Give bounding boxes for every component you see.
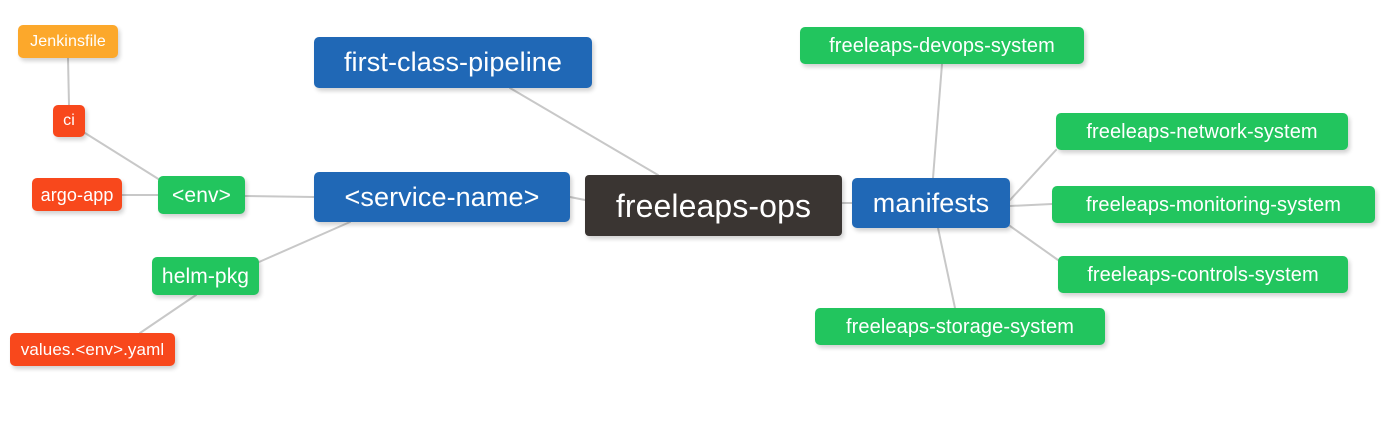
node-values-env-yaml[interactable]: values.<env>.yaml — [10, 333, 175, 366]
node-service-name[interactable]: <service-name> — [314, 172, 570, 222]
node-jenkinsfile[interactable]: Jenkinsfile — [18, 25, 118, 58]
node-freeleaps-monitoring-system[interactable]: freeleaps-monitoring-system — [1052, 186, 1375, 223]
edge-freeleaps-controls-system-to-manifests — [1009, 225, 1059, 261]
node-helm-pkg[interactable]: helm-pkg — [152, 257, 259, 295]
node-freeleaps-network-system[interactable]: freeleaps-network-system — [1056, 113, 1348, 150]
edge-freeleaps-storage-system-to-manifests — [937, 227, 956, 309]
node-env[interactable]: <env> — [158, 176, 245, 214]
edge-freeleaps-monitoring-system-to-manifests — [1009, 203, 1053, 207]
node-freeleaps-storage-system[interactable]: freeleaps-storage-system — [815, 308, 1105, 345]
node-first-class-pipeline[interactable]: first-class-pipeline — [314, 37, 592, 88]
edge-freeleaps-network-system-to-manifests — [1009, 149, 1057, 201]
node-argo-app[interactable]: argo-app — [32, 178, 122, 211]
node-manifests[interactable]: manifests — [852, 178, 1010, 228]
node-freeleaps-devops-system[interactable]: freeleaps-devops-system — [800, 27, 1084, 64]
edge-values-env-yaml-to-helm-pkg — [139, 294, 197, 334]
edge-service-name-to-freeleaps-ops — [569, 196, 586, 201]
edge-env-to-service-name — [244, 195, 315, 198]
edge-helm-pkg-to-service-name — [258, 221, 351, 263]
edge-first-class-pipeline-to-freeleaps-ops — [509, 87, 659, 176]
edge-ci-to-env — [84, 132, 161, 181]
node-freeleaps-controls-system[interactable]: freeleaps-controls-system — [1058, 256, 1348, 293]
node-freeleaps-ops[interactable]: freeleaps-ops — [585, 175, 842, 236]
node-ci[interactable]: ci — [53, 105, 85, 137]
edge-freeleaps-devops-system-to-manifests — [932, 63, 943, 179]
edge-jenkinsfile-to-ci — [67, 57, 70, 106]
